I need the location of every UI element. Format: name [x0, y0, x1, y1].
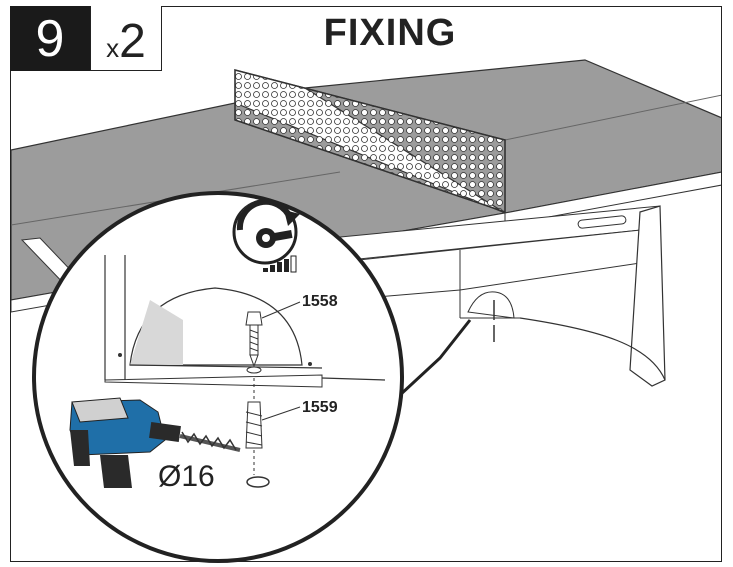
part-label-1559: 1559	[302, 399, 338, 416]
wall-plug-icon	[245, 401, 301, 488]
table-net	[234, 69, 506, 214]
detail-magnifier	[32, 191, 404, 563]
drill-icon	[69, 397, 241, 488]
quantity-value: 2	[119, 15, 146, 68]
quantity-prefix: x	[106, 33, 120, 63]
drill-diameter-label: Ø16	[158, 460, 215, 493]
page-title: FIXING	[323, 12, 457, 54]
torque-wrench-icon	[232, 198, 300, 273]
illustration-frame	[10, 6, 722, 562]
step-number: 9	[10, 6, 90, 71]
screw-icon	[245, 301, 301, 400]
part-label-1558: 1558	[302, 293, 338, 310]
